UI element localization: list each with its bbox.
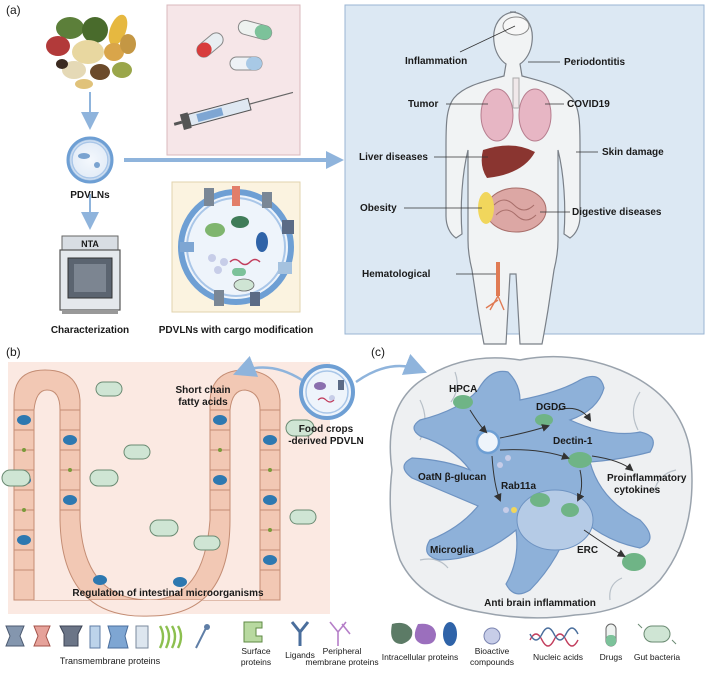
legend-bioactive-line1: Bioactive — [475, 646, 510, 656]
panel-a: (a) PDVLNs — [6, 3, 705, 345]
label-covid19: COVID19 — [567, 99, 610, 110]
drugs-icon — [605, 623, 617, 647]
legend-peripheral-line1: Peripheral — [323, 646, 362, 656]
legend-bioactive-line2: compounds — [470, 657, 514, 667]
bioactive-compounds-icon — [483, 627, 501, 645]
cytokine-release — [622, 553, 646, 571]
regulation-label: Regulation of intestinal microorganisms — [72, 588, 264, 599]
legend-drugs: Drugs — [600, 652, 623, 662]
legend-surface-proteins-line1: Surface — [241, 646, 271, 656]
food-crops-label-line2: -derived PDVLN — [288, 436, 364, 447]
label-proinflammatory: Proinflammatory — [607, 473, 687, 484]
peripheral-proteins-icon — [329, 621, 351, 646]
legend-gut-bacteria: Gut bacteria — [634, 652, 681, 662]
label-cytokines: cytokines — [614, 485, 661, 496]
disease-labels: Inflammation Periodontitis Tumor COVID19… — [359, 25, 664, 280]
label-inflammation: Inflammation — [405, 56, 467, 67]
panel-c: (c) HPCA DGDG Dectin-1 OatN β-glucan — [371, 345, 693, 619]
microglia-cell — [403, 370, 654, 595]
pdvlns-label: PDVLNs — [70, 190, 110, 201]
label-anti-brain-inflammation: Anti brain inflammation — [484, 598, 596, 609]
label-liver-diseases: Liver diseases — [359, 152, 428, 163]
panel-b: (b) — [1, 345, 330, 617]
characterization-label: Characterization — [51, 325, 129, 336]
arrow-pdvlns-to-diseases — [124, 151, 344, 169]
cargo-box — [171, 181, 301, 313]
label-hpca: HPCA — [449, 384, 477, 395]
gut-bacteria-icon — [637, 623, 677, 645]
label-obesity: Obesity — [360, 203, 397, 214]
panel-a-letter: (a) — [6, 3, 21, 17]
label-oatn-beta-glucan: OatN β-glucan — [418, 472, 486, 483]
transmembrane-proteins-icons — [5, 624, 210, 649]
label-dgdg: DGDG — [536, 402, 566, 413]
gut-bacteria — [1, 381, 317, 551]
ligands-icon — [290, 621, 310, 646]
label-rab11a: Rab11a — [501, 481, 536, 492]
panel-c-letter: (c) — [371, 345, 385, 359]
arrow-vesicle-to-brain — [355, 353, 427, 384]
legend-intracellular-proteins: Intracellular proteins — [382, 652, 459, 662]
legend-surface-proteins-line2: proteins — [241, 657, 271, 667]
panel-b-letter: (b) — [6, 345, 21, 359]
food-crops-illustration — [46, 14, 136, 89]
drugs-box — [166, 4, 301, 156]
intracellular-proteins-icons — [391, 622, 457, 646]
label-periodontitis: Periodontitis — [564, 57, 626, 68]
label-erc: ERC — [577, 545, 598, 556]
legend-peripheral-line2: membrane proteins — [305, 657, 378, 667]
nta-label: NTA — [81, 239, 99, 249]
label-digestive-diseases: Digestive diseases — [572, 207, 662, 218]
human-body-panel — [344, 4, 705, 345]
pdvln-vesicle-icon — [66, 136, 114, 184]
erc-compartment — [516, 489, 594, 551]
label-dectin-1: Dectin-1 — [553, 436, 593, 447]
label-tumor: Tumor — [408, 99, 438, 110]
nta-instrument-icon — [59, 235, 121, 314]
legend-nucleic-acids: Nucleic acids — [533, 652, 583, 662]
arrow-vesicle-to-intestine — [233, 355, 303, 382]
dgdg-receptor — [535, 414, 553, 426]
legend-transmembrane-proteins: Transmembrane proteins — [60, 656, 161, 666]
hpca-receptor — [453, 395, 473, 409]
label-skin-damage: Skin damage — [602, 147, 664, 158]
legend: Transmembrane proteins Surface proteins … — [5, 621, 681, 667]
scfa-label-line2: fatty acids — [178, 397, 228, 408]
label-hematological: Hematological — [362, 269, 431, 280]
scfa-label-line1: Short chain — [175, 385, 230, 396]
nucleic-acids-icon — [529, 627, 579, 647]
legend-ligands: Ligands — [285, 650, 315, 660]
food-crops-pdvln-vesicle — [299, 364, 355, 420]
label-microglia: Microglia — [430, 545, 474, 556]
food-crops-label-line1: Food crops — [299, 424, 354, 435]
dectin-receptor — [568, 452, 592, 468]
cargo-label: PDVLNs with cargo modification — [159, 325, 313, 336]
surface-proteins-icon — [243, 621, 263, 643]
